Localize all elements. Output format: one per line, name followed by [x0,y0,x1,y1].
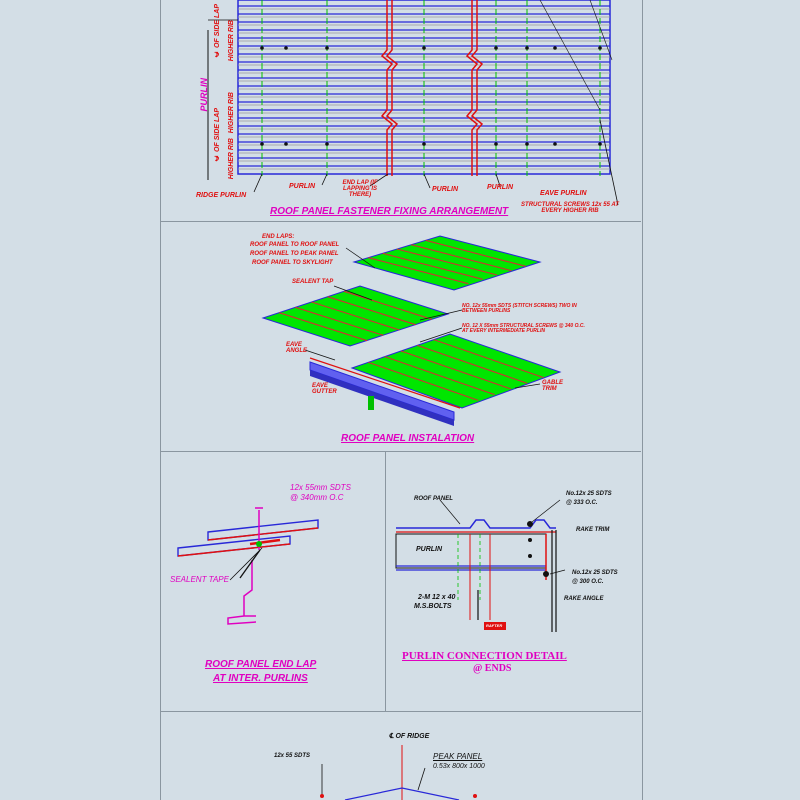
panel-rib-line [368,361,479,401]
structural-screws-label: NO. 12 X 55mm STRUCTURAL SCREWS @ 340 O.… [462,323,585,334]
side-lap-label: ℄ OF SIDE LAP [214,4,221,58]
fastener-dot [325,46,329,50]
panel3-title-line2: AT INTER. PURLINS [213,673,308,684]
rafter-label: RAFTER [486,623,503,628]
eave-angle-label: EAVE ANGLE [286,342,307,354]
fastener-dot [260,142,264,146]
end-lap-detail [177,507,319,625]
bolts-label: 2-M 12 x 40 [418,594,456,601]
panel4-title-line2: @ ENDS [473,663,512,674]
fastener-dot [422,142,426,146]
fastener-dot [494,46,498,50]
panel1-title: ROOF PANEL FASTENER FIXING ARRANGEMENT [270,206,509,217]
sdts-label: 12x 55 SDTS [274,753,311,759]
purlin-connection-detail [395,499,566,632]
panel-divider [160,451,641,452]
panel-rib-line [327,296,416,326]
end-laps-label: ROOF PANEL TO SKYLIGHT [252,260,333,266]
fastener-dot [284,46,288,50]
eave-purlin-label: EAVE PURLIN [540,190,587,197]
purlin-label: PURLIN [416,546,443,553]
roof-panel-isometric [261,235,562,426]
fastener-dot [598,142,602,146]
panel4-title-line1: PURLIN CONNECTION DETAIL [402,650,567,662]
panel-rib-line [382,252,483,280]
purlin-label: PURLIN [432,186,459,193]
fastener-dot [525,142,529,146]
peak-panel-label: PEAK PANEL [433,752,483,761]
panel-rib-line [311,301,400,331]
panel-rib-line [343,290,433,320]
spacing-label: @ 340mm O.C [290,493,344,502]
end-laps-label: ROOF PANEL TO PEAK PANEL [250,251,339,257]
end-laps-label: END LAPS: [262,234,295,240]
fastener-dot [598,46,602,50]
fastener-dot [422,46,426,50]
ridge-purlin-label: RIDGE PURLIN [196,192,247,199]
panel-rib-line [433,339,544,379]
higher-rib-label: HIGHER RIB [228,138,235,180]
stitch-screws-label: NO. 12x 55mm SDTS (STITCH SCREWS) TWO IN… [462,303,577,314]
panel-rib-line [425,239,526,267]
panel-rib-line [368,257,469,285]
panel-rib-line [278,312,368,342]
end-lap-label: END LAP (IF LAPPING IS THERE) [342,180,378,198]
panel-rib-line [411,244,512,272]
spacing-label: @ 333 O.C. [566,500,598,506]
roof-sheet-plan [207,0,619,206]
eave-gutter-label: EAVE GUTTER [312,383,337,395]
higher-rib-label: HIGHER RIB [228,92,235,134]
panel-rib-line [384,356,495,396]
ridge-detail [320,745,477,800]
purlin-label: PURLIN [289,183,316,190]
sdts-label: 12x 55mm SDTS [290,483,351,492]
fastener-dot [525,46,529,50]
panel-divider [160,711,641,712]
panel2-title: ROOF PANEL INSTALATION [341,433,475,444]
panel-rib-line [417,344,528,384]
side-lap-label: ℄ OF SIDE LAP [214,108,221,162]
purlin-label: PURLIN [487,184,514,191]
fastener-dot [494,142,498,146]
sealent-tape-label: SEALENT TAPE [170,575,229,584]
gable-trim-label: GABLE TRIM [542,380,563,392]
end-laps-label: ROOF PANEL TO ROOF PANEL [250,242,340,248]
panel-divider [385,451,386,711]
drawing-sheet [160,0,643,800]
panel3-title-line1: ROOF PANEL END LAP [205,659,317,670]
fastener-dot [284,142,288,146]
rake-angle-label: RAKE ANGLE [564,596,604,602]
sdts-label: No.12x 25 SDTS [566,491,612,497]
panel-rib-line [396,248,498,276]
fastener-dot [553,46,557,50]
bolts-label: M.S.BOLTS [414,603,452,610]
roof-panel-label: ROOF PANEL [414,496,453,502]
fastener-dot [260,46,264,50]
panel-rib-line [400,350,512,390]
panel-rib-line [295,306,384,336]
purlin-label: PURLIN [199,78,209,112]
panel-divider [160,221,641,222]
sdts-label: No.12x 25 SDTS [572,570,618,576]
rake-trim-label: RAKE TRIM [576,527,610,533]
higher-rib-label: HIGHER RIB [228,20,235,62]
sealent-tap-label: SEALENT TAP [292,279,334,285]
peak-panel-size-label: 0.53x 800x 1000 [433,763,485,770]
ridge-label: ℄ OF RIDGE [389,733,430,740]
fastener-dot [325,142,329,146]
structural-screws-label: STRUCTURAL SCREWS 12x 55 AT EVERY HIGHER… [521,202,619,214]
spacing-label: @ 300 O.C. [572,579,604,585]
fastener-dot [553,142,557,146]
